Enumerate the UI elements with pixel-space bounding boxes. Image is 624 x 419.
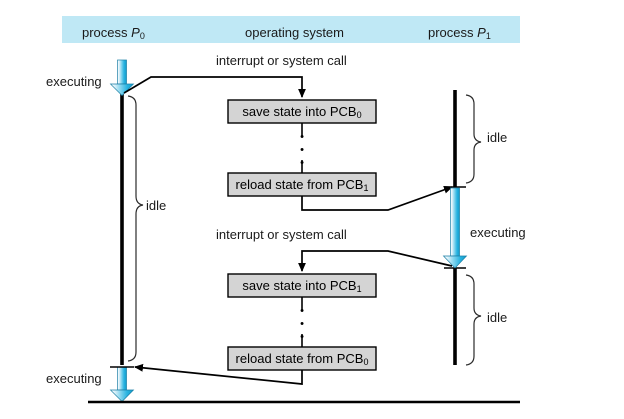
box-label-save1: save state into PCB1: [242, 278, 362, 294]
interrupt-label-1: interrupt or system call: [216, 53, 347, 68]
box-label-reload1: reload state from PCB1: [235, 177, 369, 193]
p1-idle-top-label: idle: [487, 130, 508, 145]
ellipsis-dot: •: [300, 131, 304, 143]
p0-executing-arrow-bottom: [109, 366, 135, 402]
p0-idle-brace: [127, 95, 144, 362]
interrupt1-arrow: [123, 76, 306, 98]
interrupt-label-2: interrupt or system call: [216, 227, 347, 242]
interrupt2-arrow: [298, 250, 453, 272]
header-label-p0: process P0: [82, 25, 145, 41]
p0-executing-top-label: executing: [46, 74, 102, 89]
ellipsis-dot: •: [300, 144, 304, 156]
reload1-to-p1-arrow: [301, 186, 453, 211]
ellipsis-dot: •: [300, 305, 304, 317]
ellipsis-dot: •: [300, 157, 304, 169]
reload0-to-p0-arrow: [134, 363, 303, 385]
ellipsis-dot: •: [300, 331, 304, 343]
header-label-p1: process P1: [428, 25, 491, 41]
header-bar: [62, 16, 520, 43]
p1-idle-brace-top: [465, 94, 482, 184]
p1-executing-arrow: [442, 187, 468, 269]
p1-idle-brace-bottom: [465, 274, 482, 366]
p0-idle-label: idle: [146, 198, 167, 213]
p1-idle-bottom-label: idle: [487, 310, 508, 325]
box-label-save0: save state into PCB0: [242, 104, 362, 120]
p0-executing-bottom-label: executing: [46, 371, 102, 386]
header-label-os: operating system: [245, 25, 344, 40]
ellipsis-dot: •: [300, 318, 304, 330]
p1-executing-label: executing: [470, 225, 526, 240]
box-label-reload0: reload state from PCB0: [235, 351, 369, 367]
p0-executing-arrow-top: [109, 59, 135, 96]
